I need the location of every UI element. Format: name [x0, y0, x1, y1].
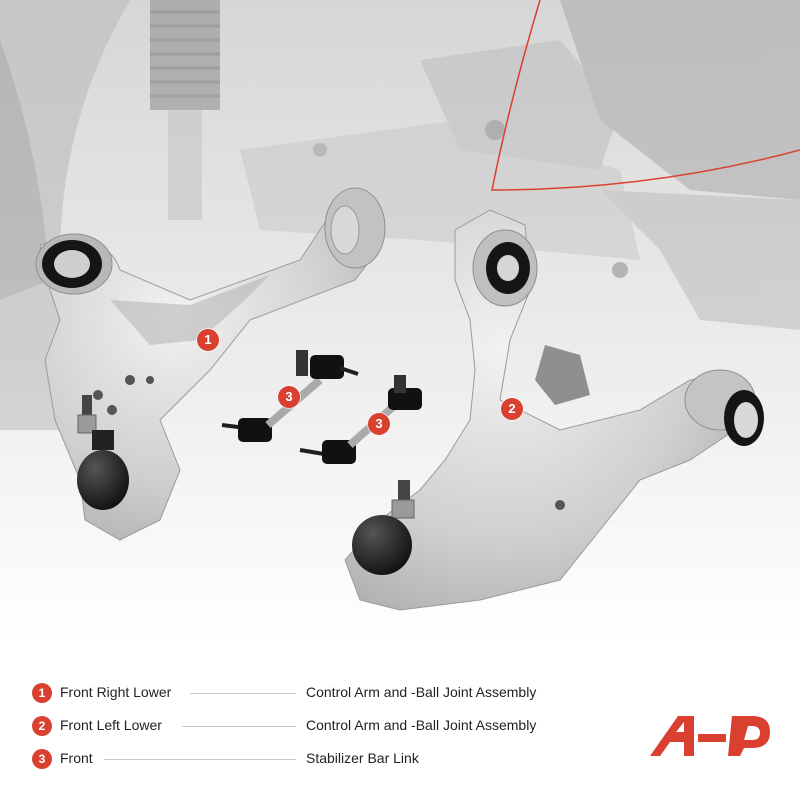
product-photo: 1 2 3 3	[0, 0, 800, 640]
legend-part-name: Control Arm and -Ball Joint Assembly	[306, 717, 537, 733]
legend-number: 1	[32, 683, 52, 703]
legend-row-2: 2 Front Left Lower Control Arm and -Ball…	[32, 711, 592, 744]
parts-legend: 1 Front Right Lower Control Arm and -Bal…	[32, 678, 592, 777]
marker-2: 2	[501, 398, 523, 420]
control-arm-1	[35, 187, 386, 541]
stabilizer-link-2	[299, 375, 422, 464]
marker-3a: 3	[278, 386, 300, 408]
legend-number: 3	[32, 749, 52, 769]
marker-1: 1	[197, 329, 219, 351]
legend-part-name: Control Arm and -Ball Joint Assembly	[306, 684, 537, 700]
legend-part-position: Front Left Lower	[60, 717, 162, 733]
legend-row-3: 3 Front Stabilizer Bar Link	[32, 744, 592, 777]
control-arm-2	[344, 209, 764, 611]
accent-curve	[491, 0, 800, 191]
engine-bay-background	[0, 0, 800, 430]
legend-row-1: 1 Front Right Lower Control Arm and -Bal…	[32, 678, 592, 711]
legend-divider	[182, 726, 296, 727]
brand-logo-icon	[650, 716, 770, 756]
marker-3b: 3	[368, 413, 390, 435]
legend-part-position: Front Right Lower	[60, 684, 172, 700]
legend-divider	[104, 759, 296, 760]
legend-part-position: Front	[60, 750, 93, 766]
legend-divider	[190, 693, 296, 694]
legend-number: 2	[32, 716, 52, 736]
legend-part-name: Stabilizer Bar Link	[306, 750, 419, 766]
